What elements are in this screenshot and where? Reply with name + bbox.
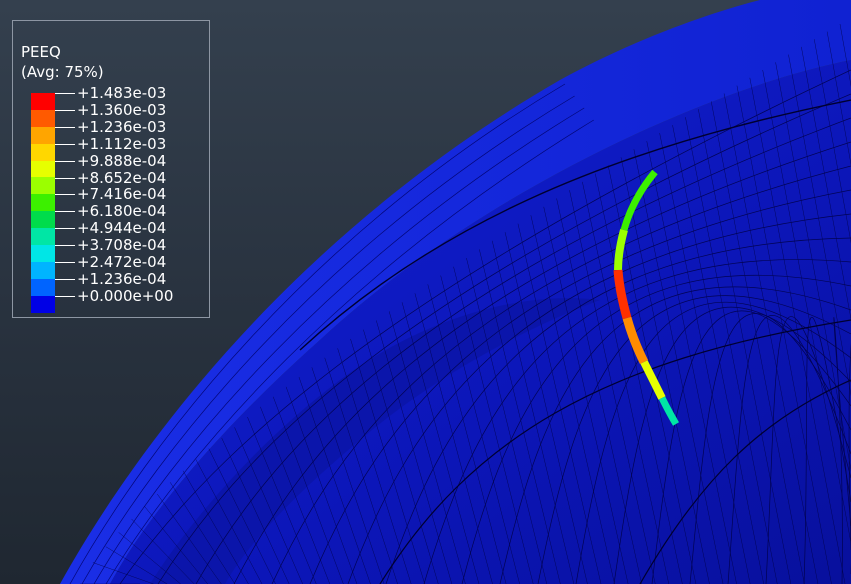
legend-value: +1.483e-03 (77, 84, 167, 102)
legend-tick (55, 211, 75, 213)
legend-color-bar (31, 93, 55, 313)
legend-swatch (31, 295, 55, 313)
legend-tick (55, 194, 75, 196)
legend-value: +1.360e-03 (77, 100, 167, 119)
legend-tick (55, 143, 75, 145)
legend-value: +3.708e-04 (77, 236, 167, 255)
legend-value: +8.652e-04 (77, 168, 167, 187)
legend-value: +0.000e+00 (77, 286, 174, 305)
legend-tick (55, 109, 75, 111)
legend-swatch (31, 126, 55, 144)
legend-swatch (31, 228, 55, 246)
legend-swatch (31, 143, 55, 161)
legend-tick (55, 228, 75, 230)
legend-swatch (31, 245, 55, 262)
legend-tick (55, 245, 75, 247)
strain-band (613, 169, 680, 426)
legend-tick (55, 262, 75, 263)
legend-tick (55, 177, 75, 179)
legend-swatch (31, 278, 55, 296)
seam-curve (299, 99, 851, 351)
shell-rim (60, 0, 851, 584)
legend-swatch (31, 194, 55, 212)
legend-swatch (31, 211, 55, 229)
shell-lower-band (150, 298, 600, 584)
legend-tick (55, 160, 75, 162)
legend-swatch (31, 177, 55, 195)
legend-panel: PEEQ (Avg: 75%) +1.483e-03+1.360e-03+1.2… (12, 20, 210, 318)
seam-curve (379, 319, 851, 584)
legend-tick (55, 295, 75, 297)
legend-value: +1.236e-04 (77, 269, 167, 288)
legend-value: +7.416e-04 (77, 185, 167, 204)
legend-swatch (31, 261, 55, 279)
legend-value: +1.112e-03 (77, 134, 167, 153)
legend-value: +2.472e-04 (77, 253, 167, 271)
legend-value: +4.944e-04 (77, 219, 167, 238)
mesh-lines (69, 23, 851, 584)
seam-curve (639, 379, 851, 584)
legend-subtitle: (Avg: 75%) (21, 63, 104, 81)
legend-tick (55, 93, 75, 94)
legend-swatch (31, 160, 55, 178)
legend-value: +6.180e-04 (77, 202, 167, 221)
legend-swatch (31, 93, 55, 110)
legend-tick (55, 278, 75, 280)
legend-title: PEEQ (21, 43, 61, 61)
legend-value: +9.888e-04 (77, 151, 167, 170)
legend-tick (55, 126, 75, 128)
legend-swatch (31, 109, 55, 127)
legend-value: +1.236e-03 (77, 117, 167, 136)
